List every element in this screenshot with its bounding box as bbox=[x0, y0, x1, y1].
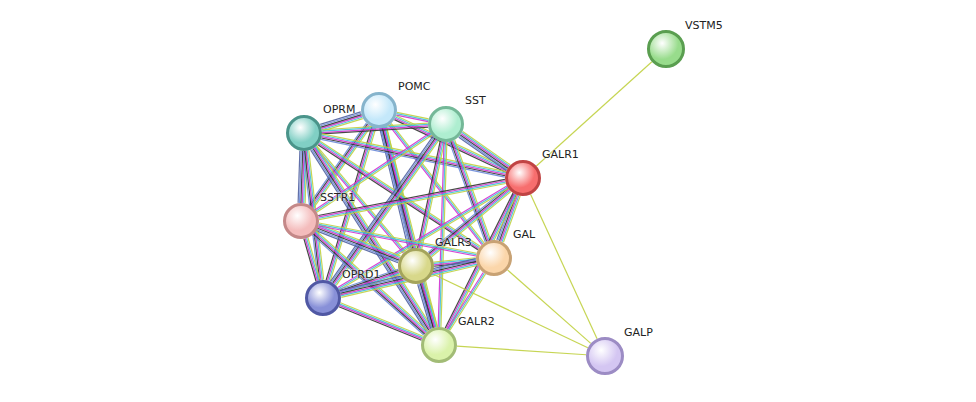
evidence-line bbox=[462, 133, 510, 166]
protein-node: GALP bbox=[586, 337, 624, 375]
protein-node: OPRM bbox=[286, 115, 322, 151]
evidence-line bbox=[319, 182, 506, 218]
protein-node: GALR3 bbox=[398, 248, 434, 284]
evidence-line bbox=[318, 226, 476, 256]
evidence-line bbox=[460, 135, 508, 168]
evidence-line bbox=[536, 62, 652, 166]
evidence-line bbox=[319, 224, 477, 254]
interaction-edge bbox=[536, 62, 652, 166]
node-label: SST bbox=[465, 94, 486, 107]
evidence-line bbox=[463, 131, 511, 164]
evidence-line bbox=[438, 142, 444, 327]
evidence-line bbox=[298, 151, 300, 203]
evidence-line bbox=[507, 270, 590, 344]
node-label: OPRD1 bbox=[342, 268, 380, 281]
protein-node: GALR1 bbox=[505, 160, 541, 196]
node-label: GALR1 bbox=[542, 148, 579, 161]
evidence-line bbox=[319, 183, 506, 219]
node-label: VSTM5 bbox=[685, 19, 723, 32]
evidence-line bbox=[531, 194, 598, 338]
protein-node: GALR2 bbox=[421, 327, 457, 363]
evidence-line bbox=[319, 223, 477, 253]
interaction-edge bbox=[318, 223, 476, 256]
node-label: POMC bbox=[398, 80, 430, 93]
interaction-edge bbox=[304, 238, 320, 282]
interaction-edge bbox=[438, 142, 447, 327]
protein-node: VSTM5 bbox=[647, 30, 685, 68]
evidence-line bbox=[459, 137, 507, 170]
protein-node: SST bbox=[428, 106, 464, 142]
protein-node: SSTR1 bbox=[283, 203, 319, 239]
interaction-edge bbox=[507, 270, 590, 344]
evidence-line bbox=[461, 134, 509, 167]
protein-node: GAL bbox=[476, 240, 512, 276]
evidence-line bbox=[441, 142, 447, 327]
interaction-edge bbox=[531, 194, 598, 338]
evidence-line bbox=[419, 284, 432, 328]
node-label: GALR3 bbox=[435, 236, 472, 249]
evidence-line bbox=[460, 136, 508, 169]
node-label: GALP bbox=[624, 326, 653, 339]
evidence-line bbox=[317, 230, 398, 262]
evidence-line bbox=[440, 142, 446, 327]
interaction-edge bbox=[432, 274, 588, 348]
evidence-line bbox=[307, 238, 319, 280]
evidence-line bbox=[338, 186, 507, 287]
evidence-line bbox=[457, 346, 586, 355]
evidence-line bbox=[418, 284, 431, 328]
node-label: GALR2 bbox=[458, 315, 495, 328]
evidence-line bbox=[321, 115, 362, 127]
interaction-edge bbox=[418, 282, 438, 328]
evidence-line bbox=[432, 274, 588, 348]
node-label: GAL bbox=[513, 228, 535, 241]
node-label: OPRM bbox=[323, 103, 355, 116]
interaction-edge bbox=[459, 131, 511, 170]
protein-node: POMC bbox=[361, 92, 397, 128]
node-label: SSTR1 bbox=[320, 191, 355, 204]
evidence-line bbox=[339, 307, 422, 340]
evidence-line bbox=[305, 239, 317, 281]
evidence-line bbox=[340, 303, 423, 336]
evidence-line bbox=[420, 283, 433, 327]
evidence-line bbox=[340, 304, 423, 337]
evidence-line bbox=[339, 305, 422, 338]
protein-node: OPRD1 bbox=[305, 280, 341, 316]
evidence-line bbox=[318, 179, 505, 215]
evidence-line bbox=[322, 127, 428, 134]
interaction-edge bbox=[457, 346, 586, 355]
evidence-line bbox=[304, 239, 316, 281]
interaction-edge bbox=[339, 303, 423, 340]
